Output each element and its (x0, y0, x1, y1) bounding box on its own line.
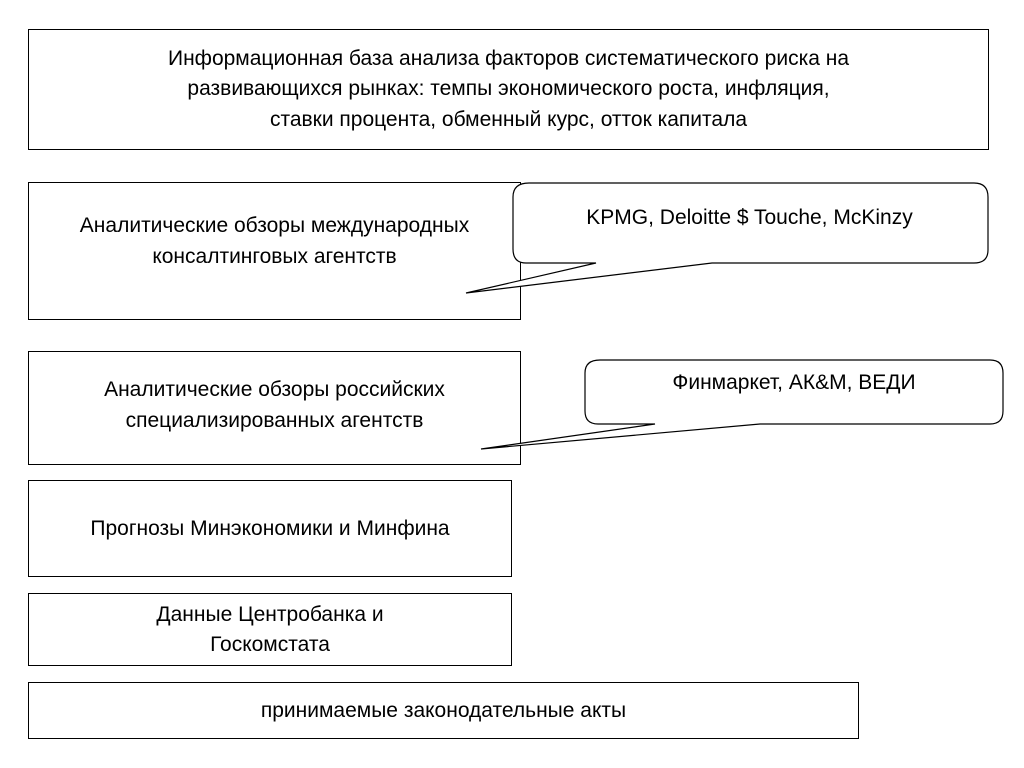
central-bank-box: Данные Центробанка и Госкомстата (28, 593, 512, 666)
callout-intl-text: KPMG, Deloitte $ Touche, McKinzy (586, 206, 913, 229)
info-base-line-1: Информационная база анализа факторов сис… (167, 46, 850, 70)
legislative-acts-box: принимаемые законодательные акты (28, 682, 859, 739)
intl-agencies-line-2: консалтинговых агентств (152, 245, 397, 268)
minecon-forecast-text: Прогнозы Минэкономики и Минфина (90, 516, 450, 540)
central-bank-line-2: Госкомстата (210, 632, 330, 656)
legislative-acts-text: принимаемые законодательные акты (260, 698, 627, 722)
intl-agencies-box: Аналитические обзоры международных конса… (28, 182, 521, 320)
info-base-box: Информационная база анализа факторов сис… (28, 29, 989, 150)
callout-ru-bubble (480, 359, 1004, 450)
ru-agencies-line-1: Аналитические обзоры российских (104, 377, 445, 401)
info-base-line-3: ставки процента, обменный курс, отток ка… (269, 107, 748, 131)
intl-agencies-line-1: Аналитические обзоры международных (79, 213, 470, 237)
central-bank-line-1: Данные Центробанка и (156, 603, 384, 627)
ru-agencies-box: Аналитические обзоры российских специали… (28, 351, 521, 465)
ru-agencies-line-2: специализированных агентств (125, 409, 424, 432)
callout-intl-bubble (465, 182, 989, 294)
info-base-line-2: развивающихся рынках: темпы экономическо… (187, 77, 830, 101)
callout-ru-text: Финмаркет, АК&M, ВЕДИ (672, 371, 916, 394)
minecon-forecast-box: Прогнозы Минэкономики и Минфина (28, 480, 512, 577)
